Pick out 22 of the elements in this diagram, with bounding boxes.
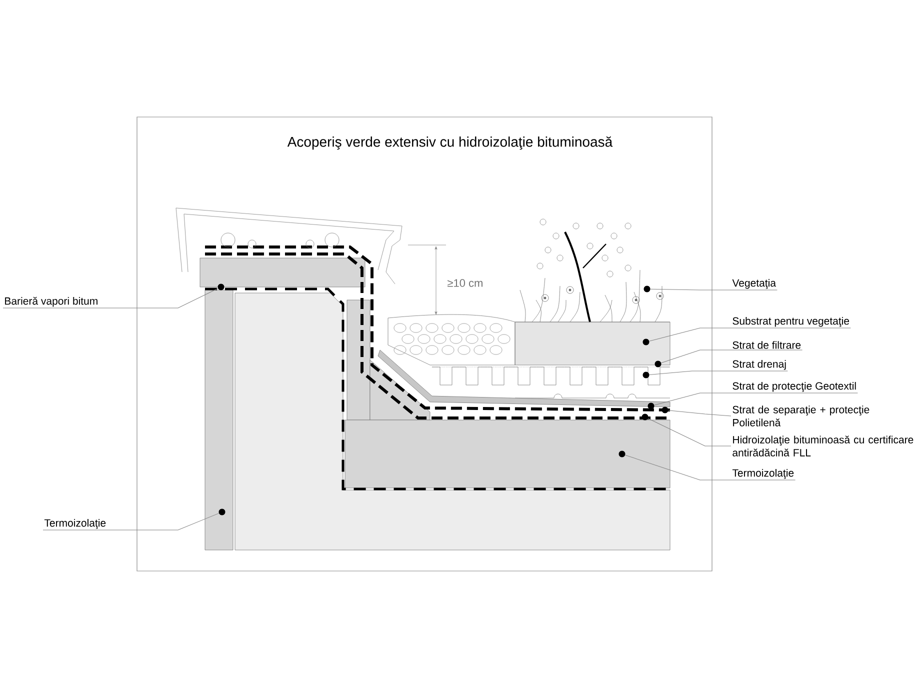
leader-line (648, 418, 732, 446)
leader-line (649, 328, 851, 342)
leader-line (668, 410, 732, 416)
layer-label: Strat de protecţie Geotextil (732, 382, 856, 392)
layer-label: Vegetaţia (732, 278, 776, 289)
dimension-label: ≥10 cm (448, 279, 482, 287)
leader-line (654, 392, 858, 406)
layer-label: Substrat pentru vegetaţie (732, 316, 850, 327)
layer-label: Termoizolaţie (44, 518, 106, 529)
leader-line (650, 288, 778, 290)
leader-line (42, 513, 220, 530)
leader-line (661, 350, 803, 364)
leader-line (649, 370, 788, 375)
layer-label: Strat de filtrare (732, 341, 801, 349)
layer-label: Hidroizolaţie bituminoasă cu certificare antirădăcină FLL (732, 436, 914, 456)
layer-label: Strat de separaţie + protecţie Polietilenă (732, 406, 870, 426)
layer-label: Strat drenaj (732, 360, 786, 370)
leader-line (2, 288, 218, 308)
layer-label: Termoizolaţie (732, 468, 794, 479)
layer-label: Barieră vapori bitum (5, 296, 98, 307)
leader-line (625, 454, 796, 480)
title: Acoperiş verde extensiv cu hidroizolaţie bituminoasă (287, 136, 613, 150)
